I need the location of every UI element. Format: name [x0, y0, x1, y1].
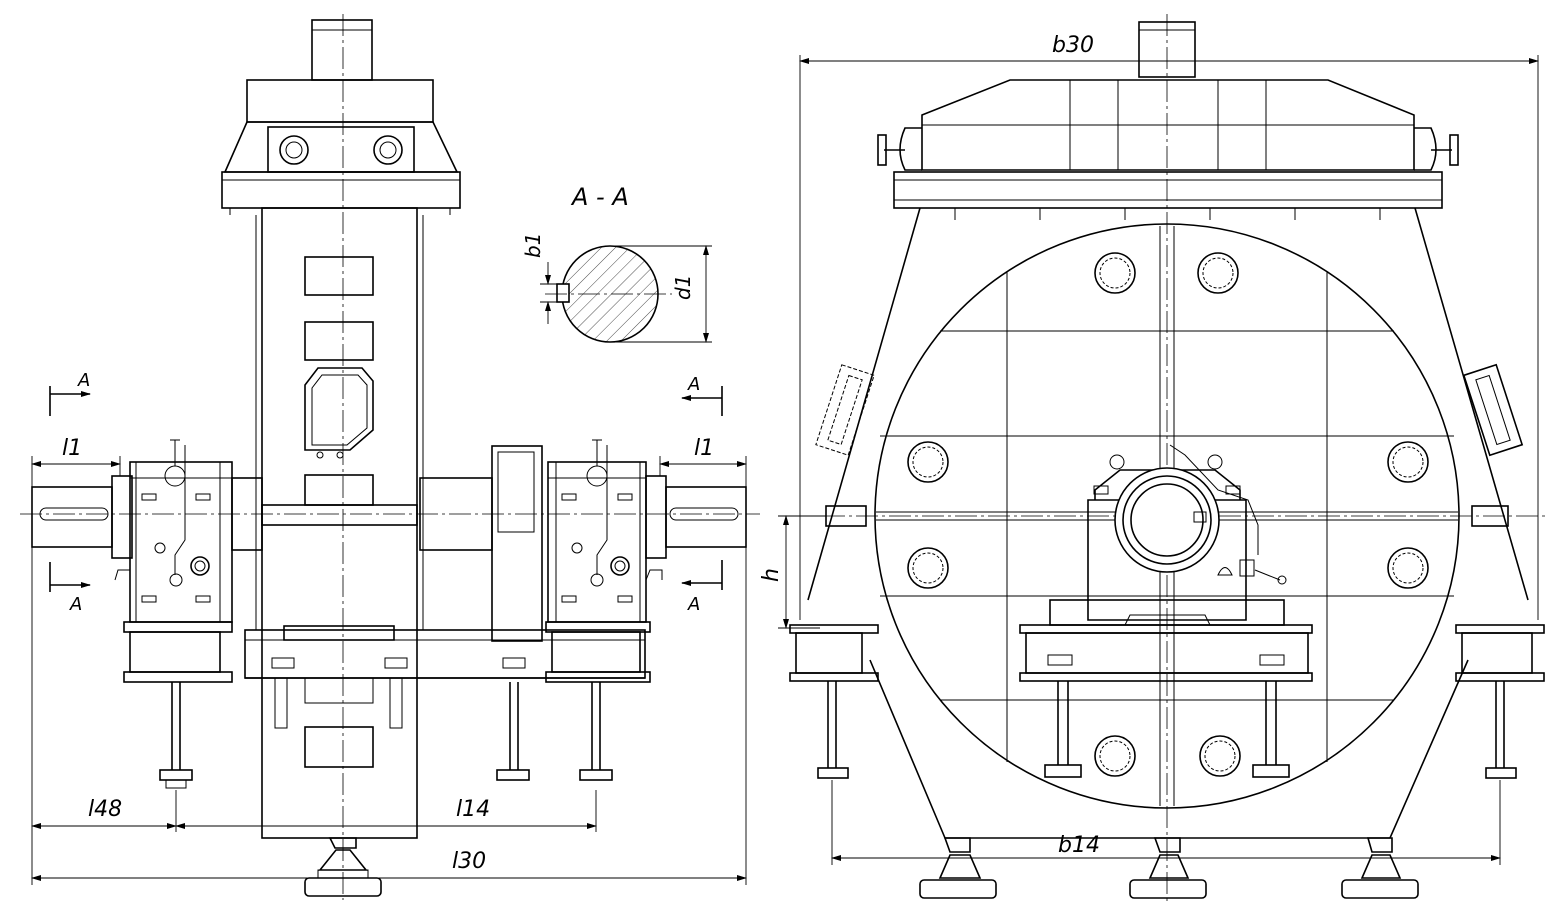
dim-l30: l30 [452, 849, 486, 874]
dim-l1-left: l1 [62, 436, 82, 461]
side-foot-right [1341, 837, 1419, 899]
side-flange [893, 171, 1443, 209]
side-hatch-right [1462, 363, 1524, 457]
dim-d1: d1 [671, 275, 695, 300]
side-shaft-right [1471, 505, 1509, 527]
motor-base [246, 79, 434, 123]
side-pedestal-right [1455, 624, 1545, 779]
section-marker-top-right: A [687, 374, 700, 395]
section-marker-top-left: A [77, 370, 90, 391]
dim-b14: b14 [1058, 833, 1100, 858]
inspection-hatch [304, 367, 374, 451]
right-bearing-housing [545, 439, 663, 683]
dim-b1: b1 [521, 233, 545, 258]
section-a-a: A - A d1 b1 [521, 183, 712, 343]
left-shaft [31, 486, 113, 548]
side-hatch-left [815, 364, 875, 456]
dim-l14: l14 [456, 797, 490, 822]
dim-l48: l48 [88, 797, 122, 822]
base-frame [244, 629, 646, 679]
dim-l1-right: l1 [694, 436, 714, 461]
dim-h: h [759, 568, 784, 582]
section-marker-bottom-right: A [687, 594, 700, 615]
side-foot-center [1129, 837, 1207, 899]
drum-column [261, 207, 418, 839]
side-pedestal-left [789, 624, 879, 779]
side-foot-left [919, 837, 997, 899]
drum-disc [874, 223, 1460, 809]
gearbox-housing [223, 121, 459, 173]
left-bearing-housing [114, 439, 233, 789]
section-title: A - A [570, 183, 629, 211]
front-view: A A A A l1 l1 l48 l14 l30 [20, 14, 760, 900]
dim-b30: b30 [1052, 33, 1094, 58]
side-housing-lower [869, 659, 1469, 839]
shaft-cross-section [561, 245, 659, 343]
side-motor [1138, 21, 1196, 78]
keyway [556, 283, 570, 303]
motor [311, 19, 373, 81]
right-shaft [665, 486, 747, 548]
side-housing-upper [807, 207, 1529, 601]
bolt-holes [907, 252, 1429, 777]
section-marker-bottom-left: A [69, 594, 82, 615]
side-view: b30 b14 h [759, 14, 1545, 905]
central-bearing [1019, 444, 1313, 778]
